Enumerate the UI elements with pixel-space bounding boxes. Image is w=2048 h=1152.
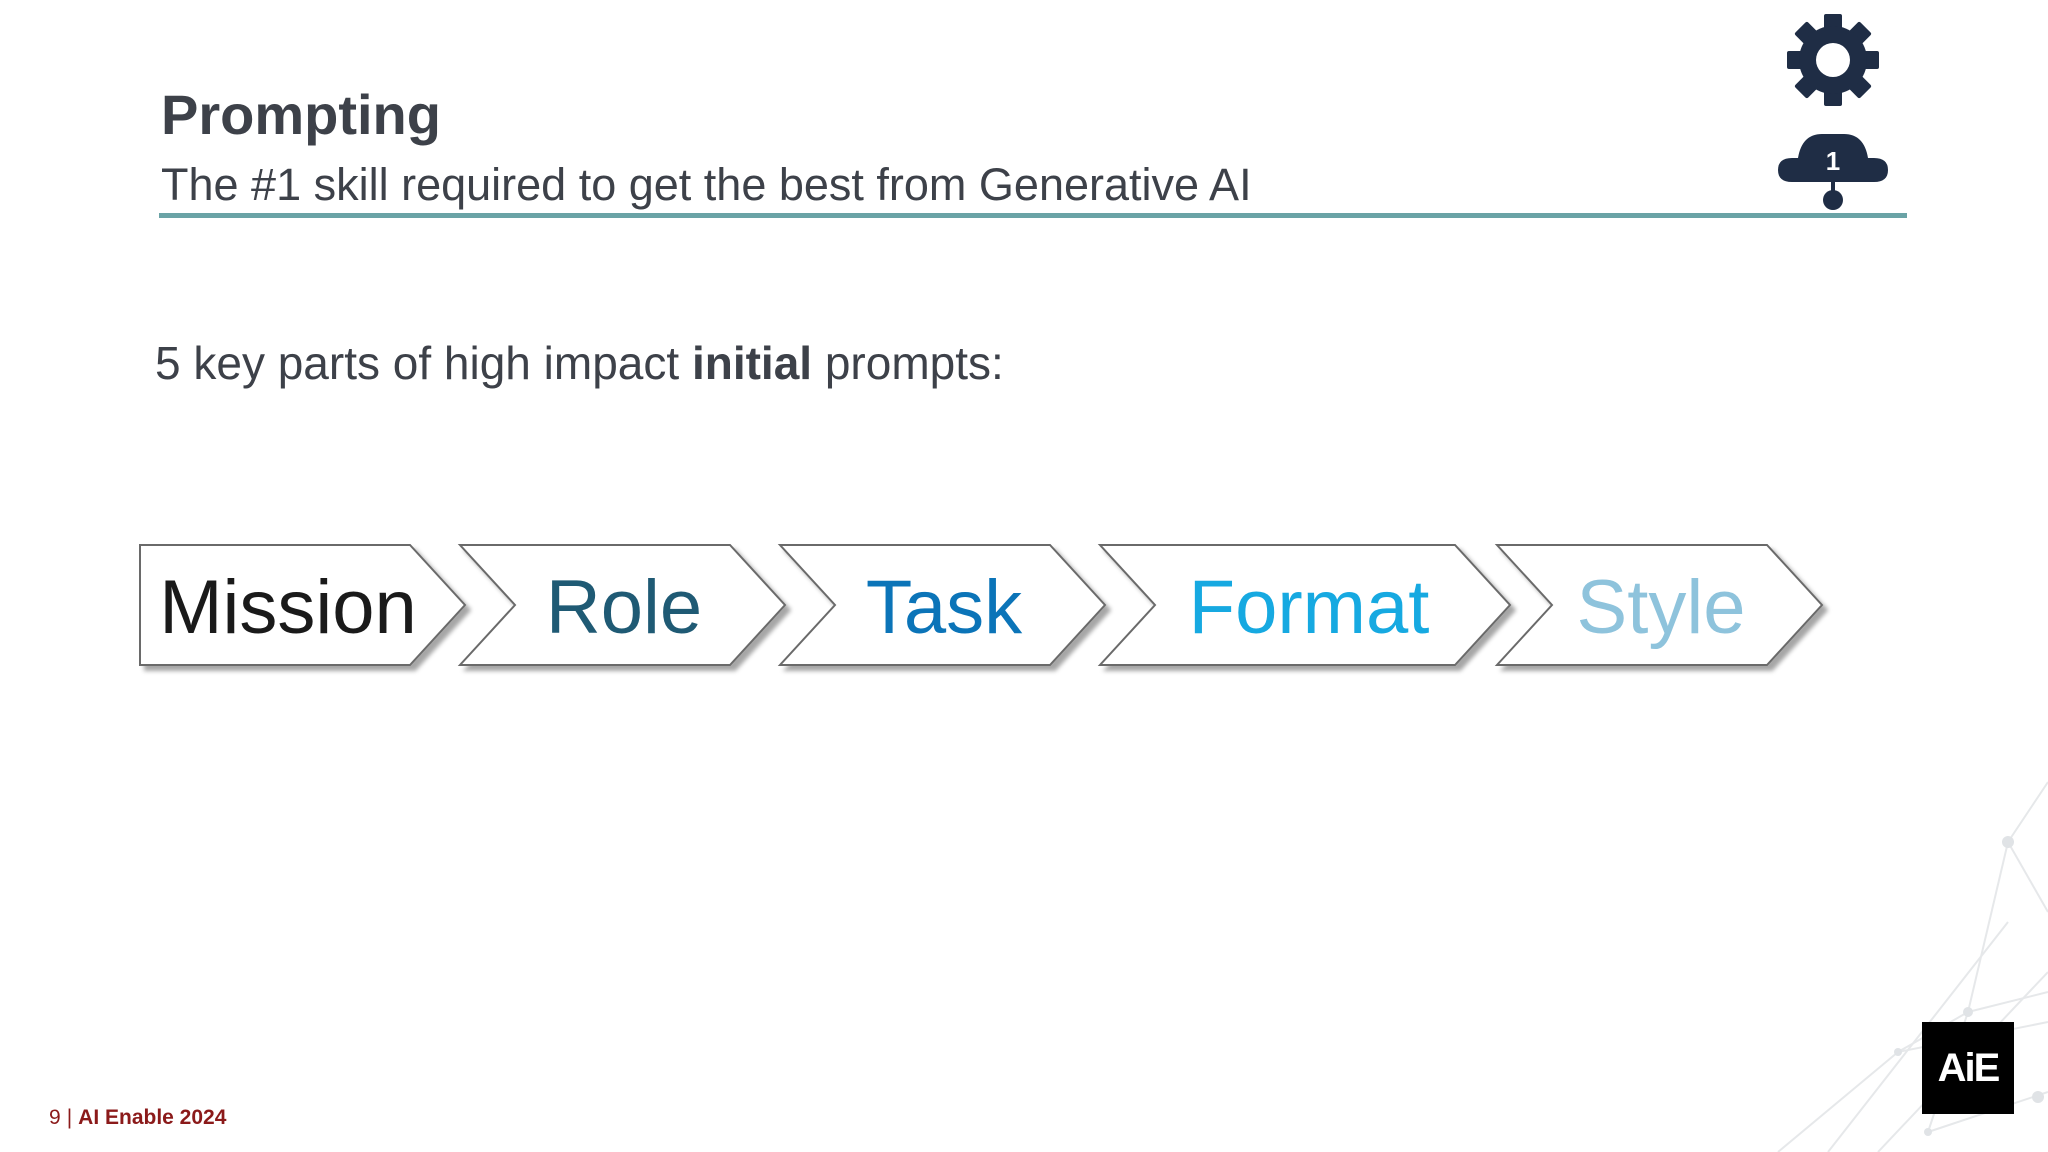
footer-separator: | xyxy=(66,1106,73,1129)
slide-subtitle: The #1 skill required to get the best fr… xyxy=(161,159,1252,210)
logo-text: AiE xyxy=(1937,1045,2001,1090)
intro-text: 5 key parts of high impact initial promp… xyxy=(155,336,1004,391)
intro-suffix: prompts: xyxy=(812,337,1004,389)
intro-emphasis: initial xyxy=(691,337,813,389)
intro-prefix: 5 key parts of high impact xyxy=(155,337,692,389)
footer-brand: AI Enable 2024 xyxy=(78,1106,227,1129)
chevron-label-format: Format xyxy=(1189,565,1430,650)
slide-title: Prompting xyxy=(161,83,441,146)
chevron-format: Format xyxy=(1097,544,1512,666)
page-number: 9 xyxy=(49,1106,61,1129)
chevron-style: Style xyxy=(1494,544,1824,666)
gear-with-first-place-stand-icon: 1 xyxy=(1778,14,1888,210)
prompt-parts-chevron-process: Mission Role Task Format Style xyxy=(139,544,1824,666)
slide-footer: 9|AI Enable 2024 xyxy=(49,1107,226,1128)
title-underline-divider xyxy=(159,213,1907,218)
chevron-role: Role xyxy=(457,544,787,666)
aie-logo: AiE xyxy=(1922,1022,2014,1114)
badge-number: 1 xyxy=(1826,146,1840,176)
chevron-task: Task xyxy=(777,544,1107,666)
chevron-label-style: Style xyxy=(1577,565,1746,650)
chevron-label-role: Role xyxy=(546,565,702,650)
chevron-label-mission: Mission xyxy=(159,565,417,650)
chevron-label-task: Task xyxy=(866,565,1023,650)
chevron-mission: Mission xyxy=(139,544,467,666)
